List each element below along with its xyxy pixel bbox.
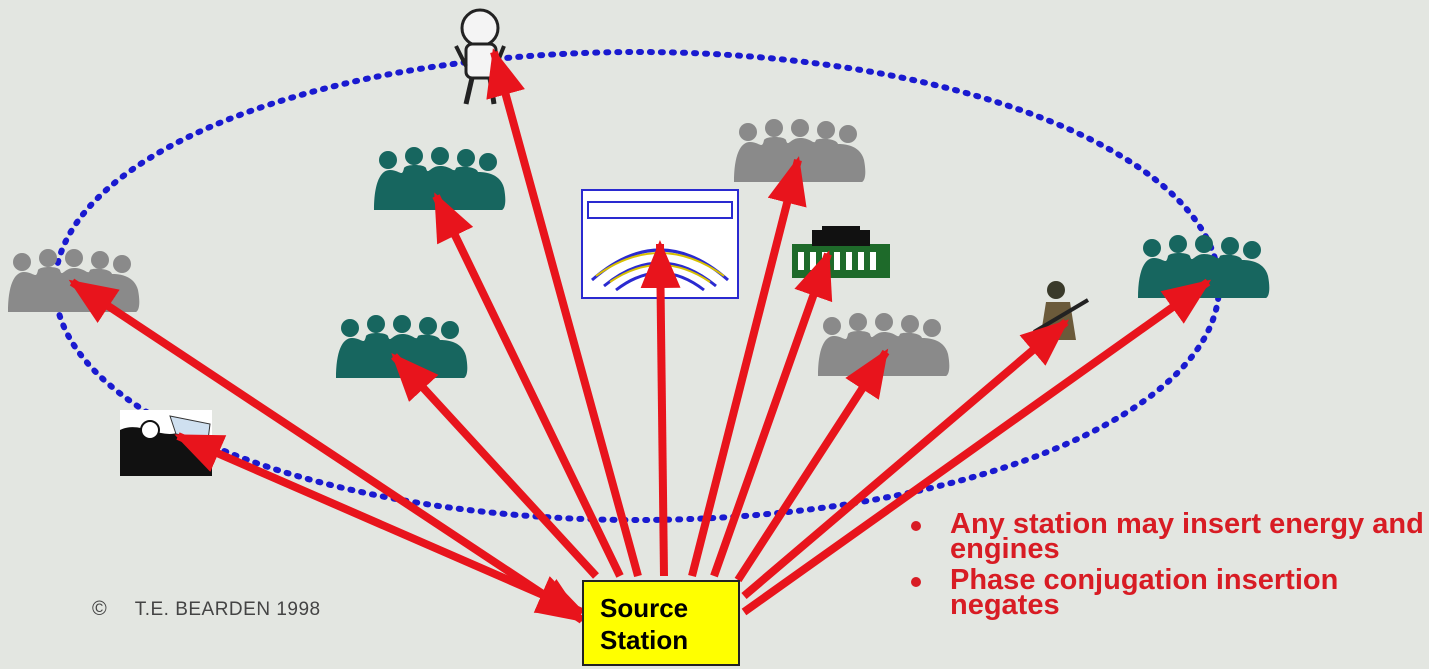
source-station-line2: Station — [600, 625, 689, 655]
arrow-parliament — [640, 240, 681, 577]
copyright-text: T.E. BEARDEN 1998 — [134, 599, 321, 620]
arrow-astronaut — [486, 48, 642, 578]
bullet-text: Phase conjugation insertion negates — [950, 564, 1339, 621]
government-building-icon — [792, 226, 890, 278]
source-station-box: Source Station — [582, 580, 740, 666]
gray-crowd-icon — [734, 119, 866, 182]
arrow-soldier — [741, 318, 1070, 600]
bullet-item: Phase conjugation insertion negates — [905, 566, 1425, 620]
arrow-vehicle — [174, 432, 586, 616]
bullet-item: Any station may insert energy and engine… — [905, 510, 1425, 564]
gray-crowd-icon — [818, 313, 950, 376]
bullet-dot-icon — [911, 521, 921, 531]
arrow-building — [710, 250, 833, 578]
arrow-gray-crowd-lower — [734, 348, 890, 583]
copyright-notice: © T.E. BEARDEN 1998 — [92, 598, 321, 621]
bullet-list: Any station may insert energy and engine… — [905, 510, 1425, 624]
bullet-dot-icon — [911, 577, 921, 587]
copyright-symbol: © — [92, 598, 108, 620]
arrows — [68, 48, 1212, 624]
arrow-teal-crowd-right — [741, 278, 1212, 616]
bullet-text: Any station may insert energy and engine… — [950, 508, 1424, 565]
arrow-gray-crowd-upper — [688, 156, 807, 577]
source-station-line1: Source — [600, 593, 689, 623]
